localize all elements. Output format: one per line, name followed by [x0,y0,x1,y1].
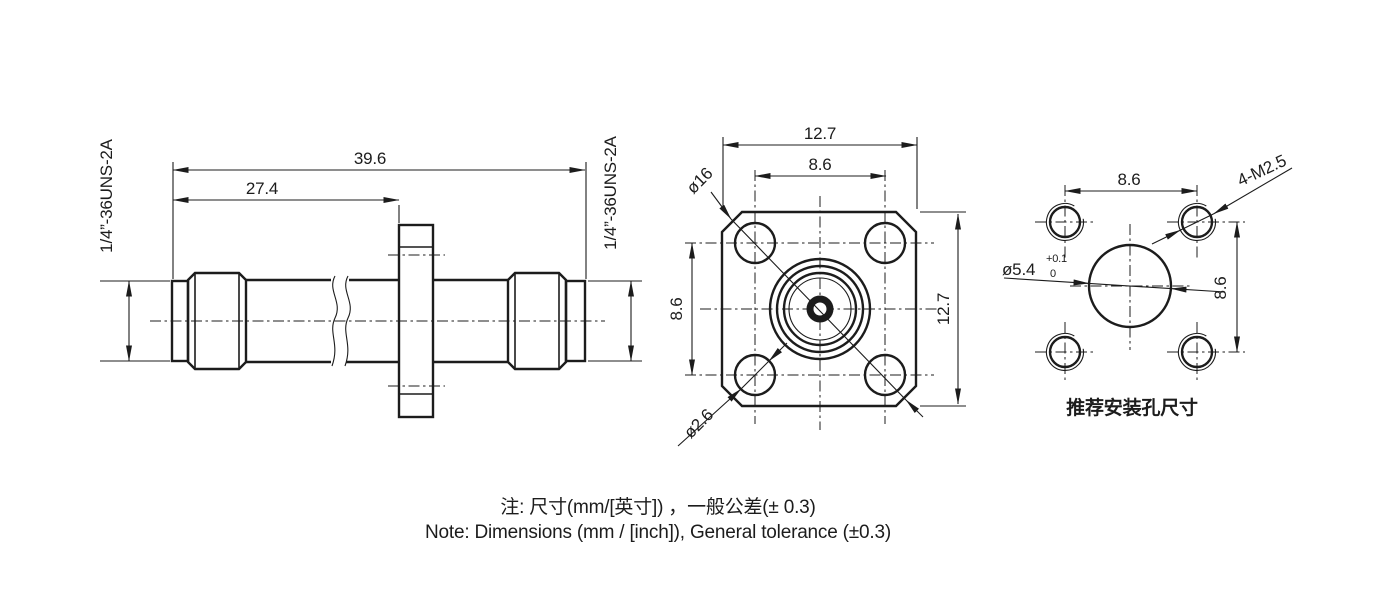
flange-side [397,223,435,419]
dim-flange-height-label: 12.7 [934,293,953,325]
dim-flange-width-label: 12.7 [804,124,836,143]
center-hole-diameter-label: ø5.4 [1002,260,1035,279]
right-coupling-nut [506,271,568,371]
mounting-view: 8.6 8.6 4-M2.5 ø5.4 +0.1 0 推荐安装孔尺寸 [1002,151,1293,419]
connector-ring [782,271,858,347]
hole-diameter-leader [677,388,742,447]
body-diameter-leader [710,191,732,220]
dim-hole-pitch-h-label: 8.6 [808,155,831,174]
center-contact-bore [813,302,827,316]
dim-hole-pitch-v-label: 8.6 [667,297,686,320]
thread-callout-leader [1213,167,1293,215]
hole-diameter-leader [768,342,788,362]
thread-label-left: 1/4”-36UNS-2A [97,138,116,252]
center-hole-tol-upper: +0.1 [1046,253,1067,265]
mounting-hole [863,353,907,397]
dim-mount-pitch-h-label: 8.6 [1117,170,1140,189]
side-view: 39.6 27.4 1/4”-36UNS-2A 1/4”-36UNS-2A [97,135,642,419]
connector-ring [775,264,865,354]
center-clearance-hole [1087,243,1173,329]
thread-callout-leader [1151,229,1181,245]
mounting-hole [863,221,907,265]
mounting-view-caption: 推荐安装孔尺寸 [1066,396,1198,419]
connector-ring [788,277,852,341]
thread-callout-label: 4-M2.5 [1234,151,1289,190]
mounting-hole [733,221,777,265]
mounting-hole [733,353,777,397]
center-hole-leader [1170,286,1226,293]
thread-callout-leader [1180,213,1214,231]
center-hole-leader [1003,277,1090,286]
center-hole-tol-lower: 0 [1050,268,1056,280]
dim-hole-diameter-label: ø2.6 [680,405,717,442]
front-view: 12.7 8.6 8.6 12.7 ø16 ø2.6 [667,124,966,447]
notes: 注: 尺寸(mm/[英寸]) ，一般公差(± 0.3) Note: Dimens… [425,496,891,543]
center-hole-leader [1088,282,1172,290]
hole-diameter-leader [740,360,770,390]
note-line-chinese: 注: 尺寸(mm/[英寸]) ，一般公差(± 0.3) [500,496,815,518]
tapped-hole [1177,332,1217,372]
dim-to-flange-label: 27.4 [246,179,278,198]
dim-mount-pitch-v-label: 8.6 [1211,276,1230,299]
thread-label-right: 1/4”-36UNS-2A [601,135,620,249]
body-diameter-leader [905,399,924,418]
connector-ring [768,257,872,361]
note-line-english: Note: Dimensions (mm / [inch]), General … [425,522,891,543]
tapped-hole [1045,202,1085,242]
tapped-hole [1177,202,1217,242]
break-line [344,275,351,367]
dim-overall-label: 39.6 [354,149,386,168]
flange-outline [720,210,918,408]
break-line [331,275,338,367]
right-end-cap [564,279,587,363]
body-diameter-leader [730,218,907,401]
tapped-hole [1045,332,1085,372]
